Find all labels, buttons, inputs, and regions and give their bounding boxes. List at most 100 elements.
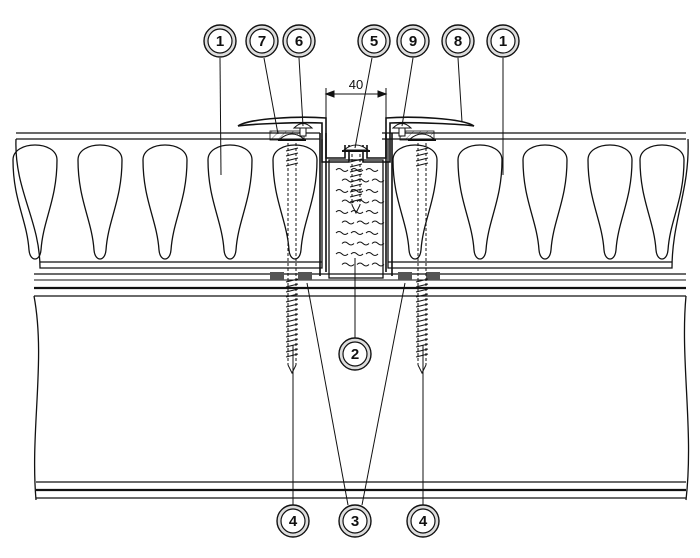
cover-cap-right-flange-inner xyxy=(362,121,475,163)
insulation-lamella xyxy=(639,144,685,260)
fastener-left-long xyxy=(278,133,306,375)
left-panel-outline xyxy=(15,138,323,269)
callout-1-right: 1 xyxy=(486,24,520,58)
screw-thread xyxy=(285,313,299,318)
callout-2-label: 2 xyxy=(351,346,359,363)
leader-5 xyxy=(354,57,373,149)
screw-thread xyxy=(285,147,299,152)
base-right-edge xyxy=(683,295,690,501)
leader-3-left xyxy=(306,282,349,506)
screw-thread xyxy=(285,283,299,288)
cap-screw-shank xyxy=(398,127,406,137)
screw-thread xyxy=(285,293,299,298)
filler-texture-mark xyxy=(371,178,385,183)
screw-thread xyxy=(415,303,429,308)
callout-8-label: 8 xyxy=(454,33,462,50)
filler-texture-mark xyxy=(356,262,370,267)
callout-3: 3 xyxy=(338,504,372,538)
screw-thread xyxy=(415,323,429,328)
screw-thread xyxy=(415,318,429,323)
callout-4-left: 4 xyxy=(276,504,310,538)
callout-1-left: 1 xyxy=(203,24,237,58)
filler-texture-mark xyxy=(365,168,379,172)
callout-2: 2 xyxy=(338,337,372,371)
right-panel-outline xyxy=(387,138,689,269)
screw-thread xyxy=(415,343,429,348)
filler-texture-mark xyxy=(341,262,355,267)
callout-4-left-label: 4 xyxy=(289,513,298,530)
screw-thread xyxy=(349,168,363,173)
left-panel-top-skin xyxy=(16,132,320,140)
screw-thread xyxy=(285,162,299,167)
cover-cap-profile xyxy=(237,116,475,163)
filler-texture-mark xyxy=(341,199,355,204)
leader-9 xyxy=(401,57,414,127)
filler-texture-mark xyxy=(335,252,349,256)
screw-thread xyxy=(415,328,429,333)
callout-3-label: 3 xyxy=(351,513,359,530)
callout-7: 7 xyxy=(245,24,279,58)
leader-3-right xyxy=(361,282,406,506)
filler-texture-mark xyxy=(371,262,385,267)
filler-texture-mark xyxy=(365,210,379,214)
filler-texture-mark xyxy=(371,220,385,225)
gasket-right-a xyxy=(398,272,412,280)
cover-cap-left-flange xyxy=(237,116,346,159)
screw-thread xyxy=(415,308,429,313)
screw-thread xyxy=(285,278,299,283)
leader-lines xyxy=(219,57,504,506)
callout-4-right: 4 xyxy=(406,504,440,538)
insulation-lamella xyxy=(457,144,503,260)
gasket-right-b xyxy=(426,272,440,280)
screw-thread xyxy=(415,147,429,152)
screw-thread xyxy=(285,308,299,313)
screw-thread xyxy=(415,288,429,293)
leader-1-left xyxy=(219,57,222,176)
screw-tip xyxy=(287,364,297,375)
leader-6 xyxy=(298,57,304,127)
base-left-edge xyxy=(33,295,40,501)
screw-thread xyxy=(285,288,299,293)
screw-thread xyxy=(415,278,429,283)
joint-u-profile xyxy=(319,133,393,276)
left-panel-insulation xyxy=(12,144,318,260)
callout-1-left-label: 1 xyxy=(216,33,224,50)
filler-texture-mark xyxy=(356,199,370,204)
filler-texture-mark xyxy=(335,189,349,193)
screw-thread xyxy=(415,333,429,338)
screw-thread xyxy=(415,338,429,343)
screw-thread xyxy=(415,152,429,157)
callout-8: 8 xyxy=(441,24,475,58)
filler-texture-mark xyxy=(365,231,379,235)
sealing-gaskets xyxy=(270,272,440,280)
screw-thread xyxy=(415,162,429,167)
insulation-lamella xyxy=(522,144,568,260)
dimension-arrow-left xyxy=(324,90,335,98)
filler-texture-mark xyxy=(350,189,364,193)
screw-thread xyxy=(285,333,299,338)
screw-thread xyxy=(285,343,299,348)
dimension-arrow-right xyxy=(377,90,388,98)
screw-thread xyxy=(415,353,429,358)
filler-texture-mark xyxy=(365,189,379,193)
filler-texture-mark xyxy=(371,241,385,246)
filler-texture-mark xyxy=(350,252,364,256)
screw-thread xyxy=(415,157,429,162)
dimension-40: 40 xyxy=(324,77,388,136)
filler-texture-mark xyxy=(365,252,379,256)
cap-screw-shank xyxy=(299,127,307,137)
filler-texture-mark xyxy=(371,199,385,204)
callout-6-label: 6 xyxy=(295,33,303,50)
callout-7-label: 7 xyxy=(258,33,266,50)
filler-texture-mark xyxy=(335,168,349,172)
filler-texture-mark xyxy=(356,220,370,225)
leader-7 xyxy=(263,57,279,135)
insulation-lamella xyxy=(77,144,123,260)
left-sandwich-panel xyxy=(12,132,323,269)
callout-5-label: 5 xyxy=(370,33,378,50)
screw-thread xyxy=(349,173,363,178)
screw-thread xyxy=(415,283,429,288)
cover-cap-right-flange xyxy=(366,116,475,159)
screw-thread xyxy=(285,303,299,308)
